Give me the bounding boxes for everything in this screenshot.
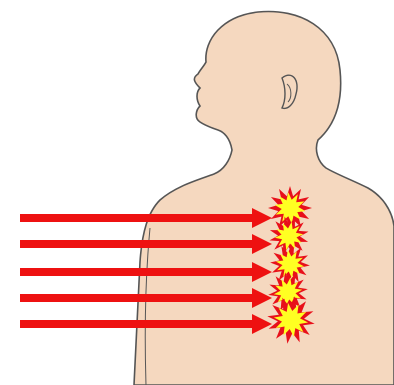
human-body bbox=[134, 11, 394, 385]
arrow-shaft bbox=[20, 294, 258, 302]
arrow-shaft bbox=[20, 214, 258, 222]
human-figure bbox=[134, 11, 394, 385]
arrow-shaft bbox=[20, 320, 258, 328]
arrow-shaft bbox=[20, 240, 258, 248]
arrow-shaft bbox=[20, 268, 258, 276]
